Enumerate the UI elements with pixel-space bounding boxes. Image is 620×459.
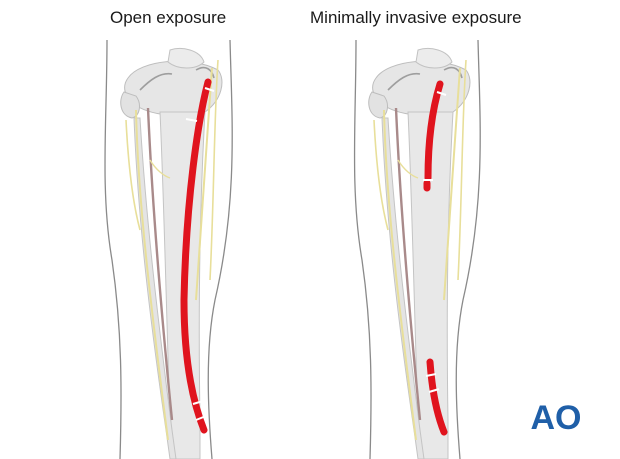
incision-open bbox=[180, 78, 212, 434]
nerve-saphenous bbox=[443, 67, 461, 301]
fibula-shaft bbox=[133, 117, 177, 459]
fibula-head bbox=[120, 91, 140, 119]
incision-marker bbox=[192, 400, 204, 405]
vessel-branch bbox=[195, 66, 215, 79]
nerve-branch bbox=[125, 119, 141, 231]
leg-open-exposure bbox=[104, 39, 233, 459]
panel-title-minimally-invasive-exposure: Minimally invasive exposure bbox=[310, 8, 522, 27]
tibia-shaft bbox=[407, 111, 454, 459]
incision-distal bbox=[426, 358, 448, 436]
fibula-head bbox=[368, 91, 388, 119]
ao-logo: AO bbox=[531, 399, 582, 436]
incision-marker bbox=[204, 87, 215, 92]
vessel-branch bbox=[139, 72, 173, 91]
vessel-branch bbox=[387, 72, 421, 91]
vessel-branch bbox=[443, 66, 463, 79]
fibula-shaft bbox=[381, 117, 425, 459]
incision-marker bbox=[195, 415, 207, 421]
incision-marker bbox=[436, 91, 447, 96]
patella bbox=[167, 48, 205, 69]
nerve-superficial-peroneal bbox=[383, 109, 417, 441]
incision-marker bbox=[185, 118, 198, 122]
ao-logo-text: AO bbox=[531, 399, 582, 436]
nerve-branch bbox=[397, 159, 419, 179]
panel-title-open-exposure: Open exposure bbox=[110, 8, 227, 27]
leg-outline-left bbox=[353, 39, 372, 459]
incision-marker bbox=[425, 373, 437, 377]
leg-outline-right bbox=[455, 39, 481, 459]
incision-marker bbox=[428, 388, 440, 393]
vessel-anterior-tibial bbox=[146, 107, 174, 421]
leg-outline-left bbox=[104, 39, 122, 459]
nerve-branch bbox=[457, 59, 467, 281]
nerve-saphenous bbox=[195, 67, 213, 301]
leg-outline-right bbox=[207, 39, 233, 459]
nerve-branch bbox=[149, 159, 171, 179]
nerve-branch bbox=[373, 119, 389, 231]
leg-minimally-invasive-exposure bbox=[353, 39, 481, 459]
nerve-branch bbox=[209, 59, 219, 281]
nerve-superficial-peroneal bbox=[135, 109, 169, 441]
vessel-anterior-tibial bbox=[394, 107, 422, 421]
patella bbox=[415, 48, 453, 69]
